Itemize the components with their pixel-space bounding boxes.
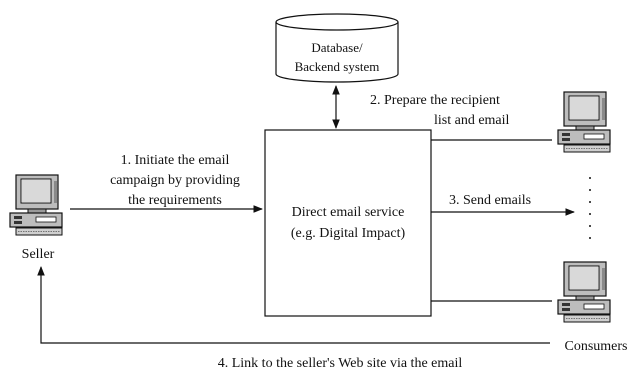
step4-arrow [37, 266, 550, 344]
service-label-line2: (e.g. Digital Impact) [291, 226, 406, 241]
seller-label: Seller [22, 247, 55, 262]
seller-computer: Seller [9, 174, 63, 262]
consumers-label: Consumers [565, 339, 628, 354]
step2-label-line2: list and email [434, 113, 510, 128]
step3-label: 3. Send emails [449, 193, 531, 208]
computer-icon [9, 174, 63, 236]
computer-icon [557, 261, 611, 323]
database-label-line2: Backend system [295, 59, 380, 74]
step1-label-line1: 1. Initiate the email [121, 153, 230, 168]
service-label-line1: Direct email service [292, 205, 405, 220]
computer-icon [557, 91, 611, 153]
step4-label: 4. Link to the seller's Web site via the… [218, 356, 463, 371]
step1-label-line2: campaign by providing [110, 173, 240, 188]
step2-label-line1: 2. Prepare the recipient [370, 93, 500, 108]
consumer-computer-top [557, 91, 611, 153]
database-label-line1: Database/ [311, 40, 363, 55]
step1-label-line3: the requirements [128, 193, 222, 208]
consumer-ellipsis [589, 177, 591, 239]
direct-email-service-box: Direct email service (e.g. Digital Impac… [264, 129, 432, 317]
database-cylinder: Database/ Backend system [275, 13, 399, 83]
consumer-computer-bottom [557, 261, 611, 323]
